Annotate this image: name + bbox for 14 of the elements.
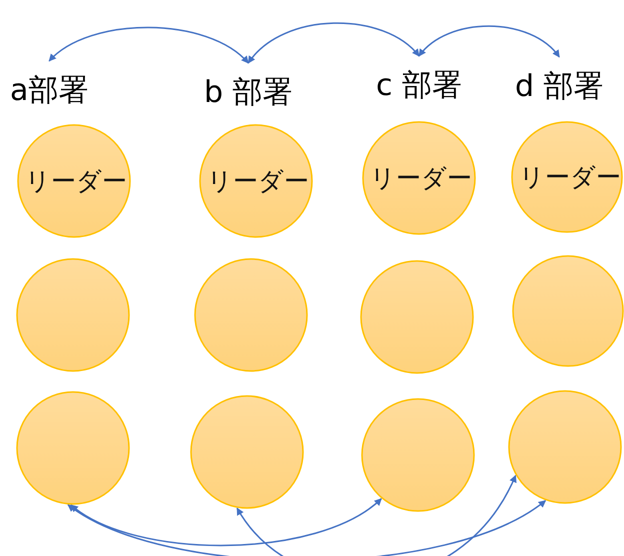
curved-arrow [67, 500, 546, 556]
department-label: c 部署 [376, 55, 462, 103]
leader-text: リーダー [25, 166, 127, 198]
department-label: b 部署 [204, 62, 293, 110]
curved-arrow [236, 474, 516, 556]
leader-text: リーダー [370, 162, 472, 194]
curved-arrow [48, 26, 249, 64]
curved-arrow [70, 498, 382, 546]
department-label: a部署 [10, 60, 88, 108]
department-label: d 部署 [515, 56, 604, 104]
leader-text: リーダー [519, 162, 621, 194]
curved-arrow [418, 25, 560, 58]
leader-text: リーダー [207, 166, 309, 198]
curved-arrow [248, 22, 420, 64]
